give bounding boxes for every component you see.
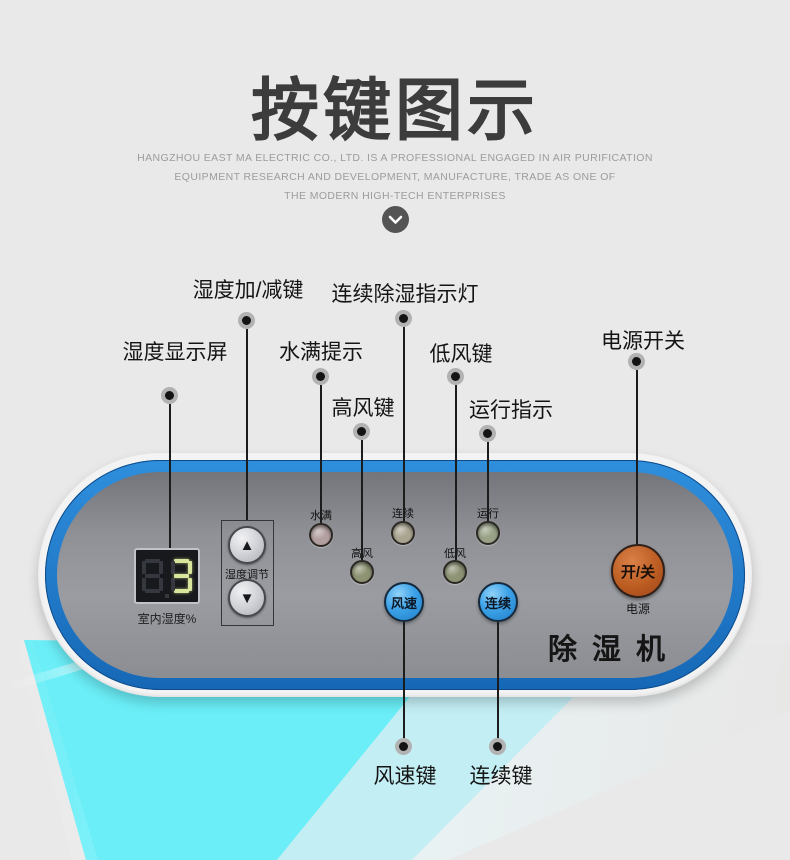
water-full-indicator: [309, 523, 333, 547]
callout-label-humidity-display: 湿度显示屏: [122, 341, 228, 364]
down-arrow-icon: ▼: [239, 589, 255, 607]
callout-dot-run-indicator: [479, 425, 496, 442]
tagline-line-2: EQUIPMENT RESEARCH AND DEVELOPMENT, MANU…: [174, 171, 616, 183]
callout-line-water-full: [320, 385, 322, 523]
humidity-adjust-caption: 湿度调节: [225, 569, 269, 581]
continuous-button-label: 连续: [484, 595, 511, 611]
continuous-dehumidify-indicator: [391, 521, 415, 545]
callout-label-low-fan: 低风键: [429, 343, 493, 366]
callout-dot-water-full: [312, 368, 329, 385]
callout-dot-humidity-display: [161, 387, 178, 404]
callout-dot-low-fan: [447, 368, 464, 385]
chevron-down-icon: [382, 206, 409, 233]
callout-dot-continuous-indicator: [395, 310, 412, 327]
callout-line-high-fan: [361, 440, 363, 560]
callout-line-fan-speed: [403, 622, 405, 739]
callout-line-humidity-adjust: [246, 329, 248, 520]
company-tagline: HANGZHOU EAST MA ELECTRIC CO., LTD. IS A…: [0, 149, 790, 206]
callout-label-fan-speed: 风速键: [373, 765, 437, 788]
humidity-down-button[interactable]: ▼: [228, 579, 266, 617]
humidity-display: [134, 548, 200, 604]
run-indicator: [476, 521, 500, 545]
humidity-up-button[interactable]: ▲: [228, 526, 266, 564]
callout-label-humidity-adjust: 湿度加/减键: [192, 279, 304, 302]
power-button[interactable]: 开/关: [611, 544, 665, 598]
power-button-label: 开/关: [620, 563, 656, 581]
display-digit-right-lit: [171, 559, 192, 593]
display-decimal-point: [165, 594, 169, 598]
brand-text: 除湿机: [548, 632, 681, 666]
callout-dot-fan-speed: [395, 738, 412, 755]
power-caption: 电源: [625, 602, 651, 616]
callout-label-power: 电源开关: [601, 330, 685, 353]
callout-line-power: [636, 370, 638, 544]
tagline-line-3: THE MODERN HIGH-TECH ENTERPRISES: [284, 190, 506, 202]
callout-line-continuous-indicator: [403, 327, 405, 521]
display-caption: 室内湿度%: [137, 612, 197, 626]
callout-label-continuous-key: 连续键: [469, 765, 533, 788]
fan-speed-button-label: 风速: [390, 595, 417, 611]
callout-label-water-full: 水满提示: [279, 341, 363, 364]
callout-line-run-indicator: [487, 442, 489, 521]
up-arrow-icon: ▲: [239, 536, 255, 554]
low-fan-indicator: [443, 560, 467, 584]
fan-speed-button[interactable]: 风速: [384, 582, 424, 622]
callout-dot-continuous-key: [489, 738, 506, 755]
callout-label-run-indicator: 运行指示: [469, 399, 553, 422]
callout-dot-high-fan: [353, 423, 370, 440]
continuous-button[interactable]: 连续: [478, 582, 518, 622]
callout-line-continuous-key: [497, 622, 499, 739]
high-fan-indicator: [350, 560, 374, 584]
display-digit-left-off: [142, 559, 163, 593]
callout-dot-power: [628, 353, 645, 370]
humidity-adjust-group: [221, 520, 274, 626]
page-title: 按键图示: [250, 73, 539, 149]
callout-dot-humidity-adjust: [238, 312, 255, 329]
tagline-line-1: HANGZHOU EAST MA ELECTRIC CO., LTD. IS A…: [137, 152, 653, 164]
callout-label-continuous-indicator: 连续除湿指示灯: [331, 283, 479, 306]
callout-line-low-fan: [455, 385, 457, 560]
callout-label-high-fan: 高风键: [331, 397, 395, 420]
callout-line-humidity-display: [169, 404, 171, 548]
